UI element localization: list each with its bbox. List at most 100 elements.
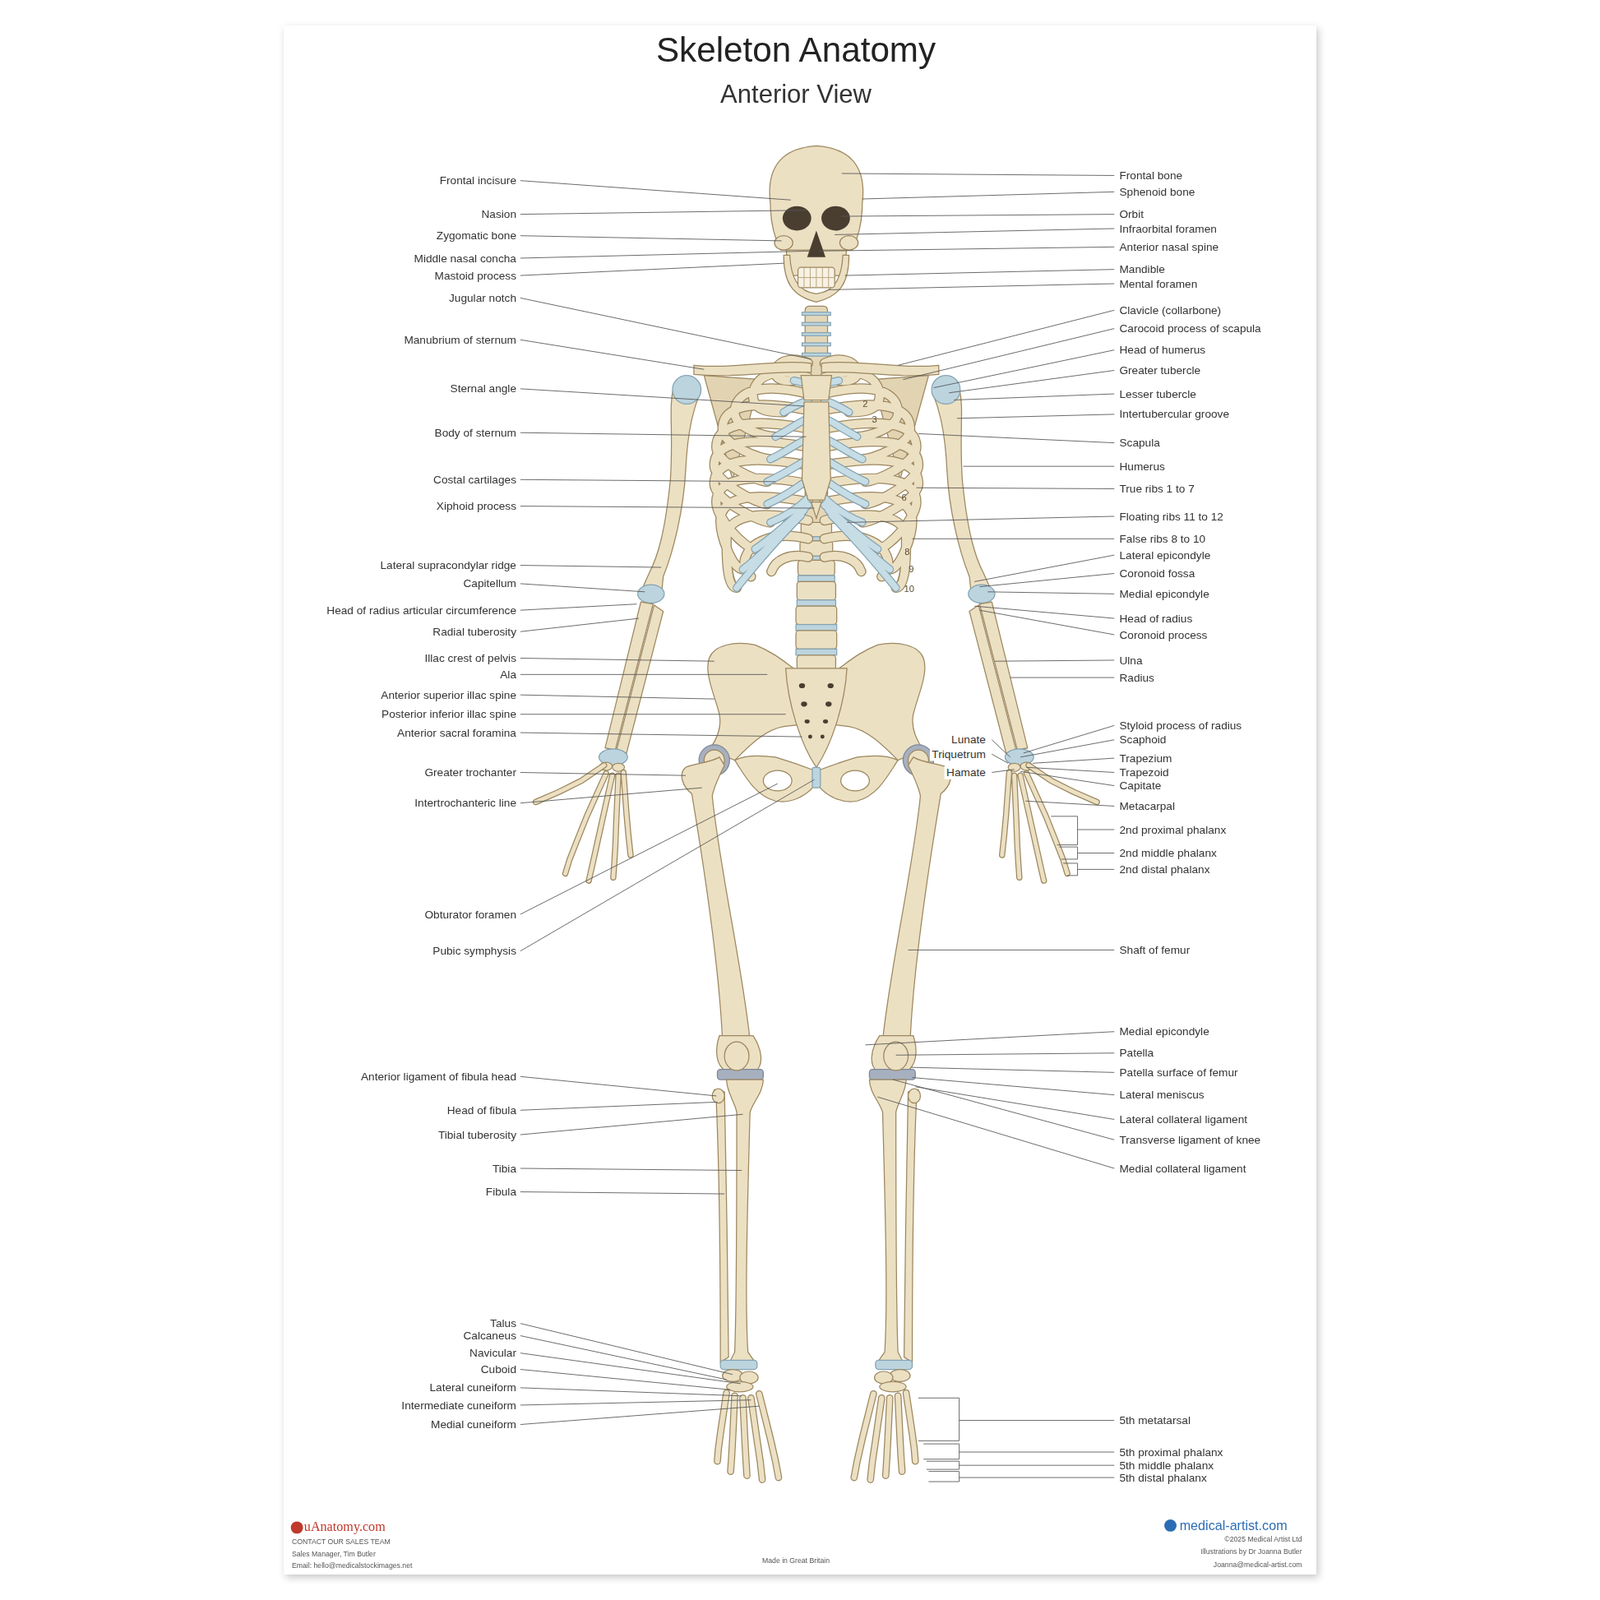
callout-label: Radius — [1119, 670, 1155, 685]
callout-label: Lateral supracondylar ridge — [380, 559, 517, 573]
skeleton-half — [818, 360, 1097, 1480]
spine — [795, 630, 837, 649]
rib-number: 2 — [862, 398, 868, 410]
brand-name: medical-artist.com — [1179, 1518, 1288, 1535]
callout-label: Cuboid — [480, 1363, 517, 1377]
callout-label: Capitate — [1119, 779, 1161, 793]
callout-label: False ribs 8 to 10 — [1119, 531, 1206, 546]
callout-label: Anterior sacral foramina — [397, 726, 517, 740]
callout-label: Trapezium — [1119, 751, 1172, 765]
callout-label: Tibial tuberosity — [438, 1128, 517, 1142]
callout-label: Medial cuneiform — [430, 1418, 517, 1432]
skull — [798, 267, 836, 288]
sacrum — [800, 701, 807, 707]
callout-label: Infraorbital foramen — [1119, 221, 1217, 236]
callout-label: Zygomatic bone — [436, 229, 517, 243]
callout-label: Scapula — [1119, 436, 1160, 450]
logo-icon — [291, 1519, 1177, 1534]
spine — [801, 332, 831, 337]
callout-label: Trapezoid — [1119, 766, 1169, 780]
sacrum — [808, 735, 813, 740]
sacrum — [825, 701, 832, 707]
spine — [801, 322, 831, 326]
callout-label: Transverse ligament of knee — [1119, 1132, 1261, 1147]
spine — [796, 600, 836, 606]
callout-label: Floating ribs 11 to 12 — [1119, 509, 1223, 523]
sacrum — [799, 683, 805, 689]
callout-label: Lunate — [949, 733, 989, 747]
callout-label: Lesser tubercle — [1119, 387, 1196, 401]
spine — [801, 312, 831, 316]
callout-label: 2nd middle phalanx — [1119, 846, 1217, 861]
footer-text: Email: hello@medicalstockimages.net — [291, 1562, 412, 1571]
callout-label: Triquetrum — [929, 747, 988, 761]
callout-label: Intertrochanteric line — [414, 796, 517, 810]
callout-label: Orbit — [1119, 208, 1144, 222]
skull — [798, 267, 836, 288]
callout-label: Patella surface of femur — [1119, 1066, 1238, 1080]
callout-label: Illac crest of pelvis — [424, 652, 517, 666]
callout-label: Calcaneus — [462, 1329, 517, 1343]
leader-lines — [520, 173, 1115, 1482]
skeleton-half — [536, 360, 815, 1480]
footer-text: Sales Manager, Tim Butler — [291, 1549, 376, 1559]
callout-label: Jugular notch — [448, 291, 517, 306]
callout-label: Talus — [490, 1317, 517, 1331]
callout-label: Frontal incisure — [439, 174, 517, 188]
sacrum — [820, 735, 825, 740]
skull — [783, 254, 849, 302]
footer-text: Made in Great Britain — [762, 1557, 830, 1566]
logo-icon — [291, 1521, 304, 1534]
rib-number: 9 — [908, 564, 914, 575]
skull — [839, 235, 858, 250]
rib-number: 8 — [904, 546, 910, 558]
footer-text: Joanna@medical-artist.com — [1213, 1561, 1303, 1570]
callout-label: Obturator foramen — [424, 907, 517, 921]
rib-number: 10 — [904, 583, 915, 595]
callout-label: Lateral cuneiform — [429, 1381, 516, 1395]
callout-label: Medial collateral ligament — [1119, 1161, 1246, 1175]
callout-label: Styloid process of radius — [1119, 719, 1242, 733]
sternum — [811, 502, 822, 519]
poster-sheet — [283, 25, 1317, 1575]
callout-label: Frontal bone — [1119, 169, 1183, 183]
callout-label: Sphenoid bone — [1119, 184, 1195, 199]
spine — [795, 605, 837, 625]
callout-label: Coronoid process — [1119, 628, 1207, 642]
sacrum — [786, 668, 847, 788]
callout-label: Clavicle (collarbone) — [1119, 303, 1221, 317]
sacrum — [804, 719, 810, 724]
callout-label: True ribs 1 to 7 — [1119, 482, 1194, 496]
callout-label: Ala — [499, 668, 517, 682]
callout-label: Metacarpal — [1119, 800, 1175, 814]
callout-label: Head of radius articular circumference — [326, 603, 517, 617]
callout-label: Pubic symphysis — [432, 944, 517, 958]
sacrum — [827, 683, 834, 689]
callout-label: 2nd proximal phalanx — [1119, 823, 1226, 837]
spine — [796, 655, 836, 670]
callout-label: Mastoid process — [434, 268, 517, 283]
callout-label: Carocoid process of scapula — [1119, 322, 1261, 336]
spine — [795, 648, 837, 655]
skull — [782, 206, 812, 232]
callout-label: Anterior superior illac spine — [380, 688, 517, 702]
callout-label: Hamate — [944, 766, 989, 780]
skull — [821, 206, 851, 232]
footer-text: ©2025 Medical Artist Ltd — [1224, 1535, 1302, 1545]
callout-label: 2nd distal phalanx — [1119, 863, 1210, 877]
callout-label: 5th metatarsal — [1119, 1414, 1191, 1428]
callout-label: Patella — [1119, 1046, 1154, 1060]
rib-number: 3 — [871, 414, 877, 426]
rib-number: 6 — [901, 492, 907, 504]
callout-label: Capitellum — [462, 577, 516, 591]
skull — [774, 235, 793, 250]
callout-label: Lateral epicondyle — [1119, 548, 1211, 562]
callout-label: Mental foramen — [1119, 277, 1198, 291]
sternum — [801, 402, 831, 500]
callout-label: Intertubercular groove — [1119, 407, 1230, 421]
callout-label: Sternal angle — [450, 382, 517, 396]
callout-label: Mandible — [1119, 263, 1165, 277]
spine — [801, 352, 831, 357]
